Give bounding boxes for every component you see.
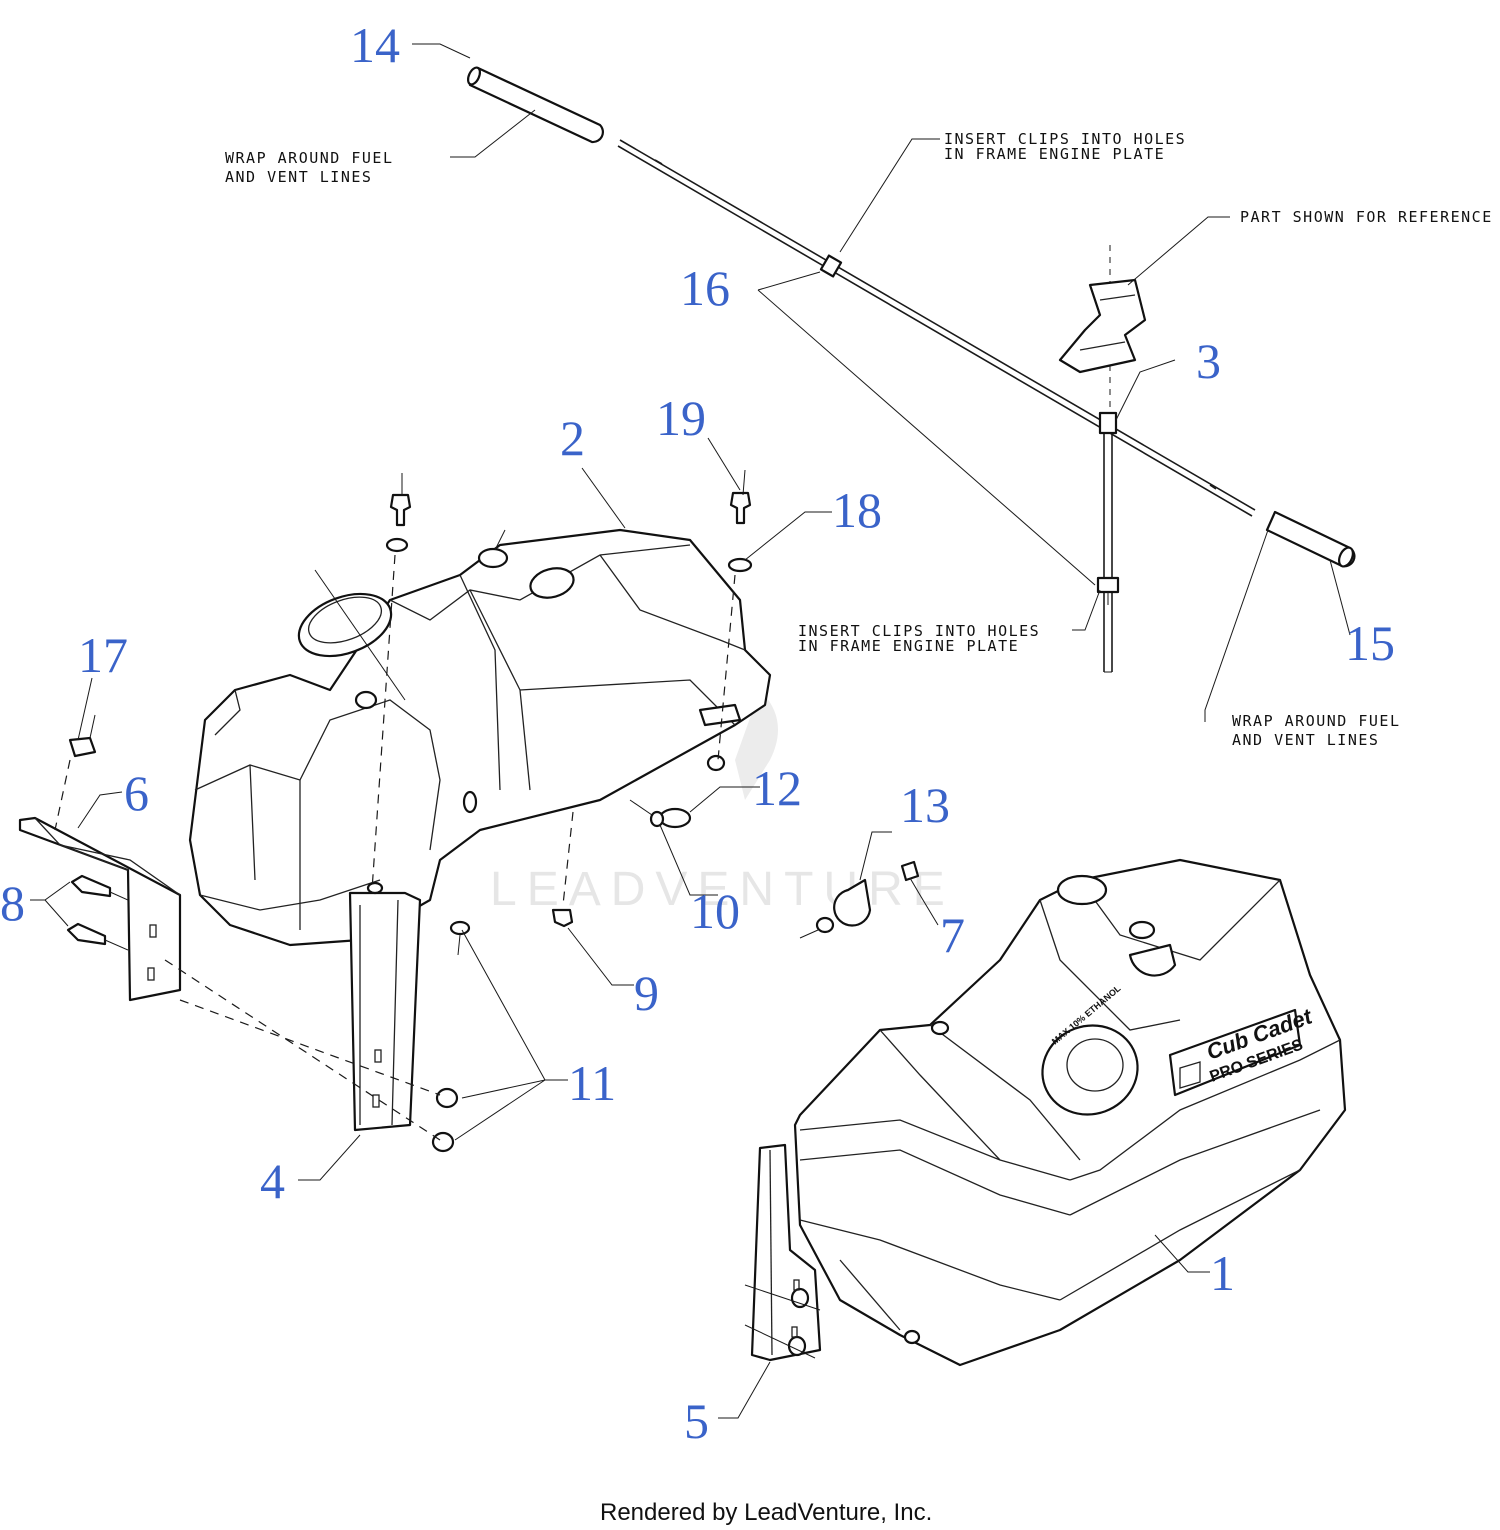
callout-17: 17 bbox=[78, 627, 128, 683]
leader-lines bbox=[30, 43, 1351, 1419]
note-wrap-left-2: AND VENT LINES bbox=[225, 168, 372, 186]
note-reference: PART SHOWN FOR REFERENCE bbox=[1240, 208, 1493, 226]
note-wrap-left-1: WRAP AROUND FUEL bbox=[225, 149, 394, 167]
fuel-line-assembly bbox=[466, 66, 1356, 673]
note-insert-mid-2: IN FRAME ENGINE PLATE bbox=[798, 637, 1019, 655]
note-wrap-right-1: WRAP AROUND FUEL bbox=[1232, 712, 1401, 730]
callout-7: 7 bbox=[940, 907, 965, 963]
tank-cap-left bbox=[297, 569, 406, 701]
hardware-left bbox=[66, 491, 920, 1153]
bracket-4 bbox=[348, 881, 422, 1132]
note-insert-top-1: INSERT CLIPS INTO HOLES bbox=[944, 130, 1186, 148]
callout-18: 18 bbox=[832, 482, 882, 538]
bracket-6 bbox=[18, 816, 182, 1002]
callout-14: 14 bbox=[350, 17, 400, 73]
callout-13: 13 bbox=[900, 777, 950, 833]
callout-11: 11 bbox=[568, 1055, 616, 1111]
callout-15: 15 bbox=[1345, 615, 1395, 671]
callout-9: 9 bbox=[634, 965, 659, 1021]
callouts: 14 16 3 15 2 19 18 17 6 8 12 13 10 7 9 1… bbox=[0, 17, 1395, 1449]
callout-5: 5 bbox=[684, 1393, 709, 1449]
callout-3: 3 bbox=[1196, 333, 1221, 389]
callout-6: 6 bbox=[124, 765, 149, 821]
assembly-lines bbox=[54, 469, 819, 1141]
callout-16: 16 bbox=[680, 260, 730, 316]
callout-8: 8 bbox=[0, 875, 25, 931]
sleeve-15 bbox=[1265, 510, 1356, 568]
footer-credit: Rendered by LeadVenture, Inc. bbox=[600, 1499, 932, 1526]
reference-part bbox=[1058, 245, 1147, 430]
callout-19: 19 bbox=[656, 390, 706, 446]
fuel-tank-assembled: Cub Cadet PRO SERIES MAX 10% ETHANOL bbox=[744, 858, 1347, 1367]
note-wrap-right-2: AND VENT LINES bbox=[1232, 731, 1379, 749]
callout-2: 2 bbox=[560, 410, 585, 466]
note-insert-mid-1: INSERT CLIPS INTO HOLES bbox=[798, 622, 1040, 640]
callout-1: 1 bbox=[1210, 1245, 1235, 1301]
callout-12: 12 bbox=[752, 760, 802, 816]
bracket-5 bbox=[744, 1143, 822, 1362]
callout-4: 4 bbox=[260, 1153, 285, 1209]
notes: WRAP AROUND FUEL AND VENT LINES INSERT C… bbox=[225, 130, 1493, 749]
callout-10: 10 bbox=[690, 883, 740, 939]
fuel-tank-exploded bbox=[188, 528, 772, 947]
sleeve-14 bbox=[466, 66, 604, 144]
note-insert-top-2: IN FRAME ENGINE PLATE bbox=[944, 145, 1165, 163]
